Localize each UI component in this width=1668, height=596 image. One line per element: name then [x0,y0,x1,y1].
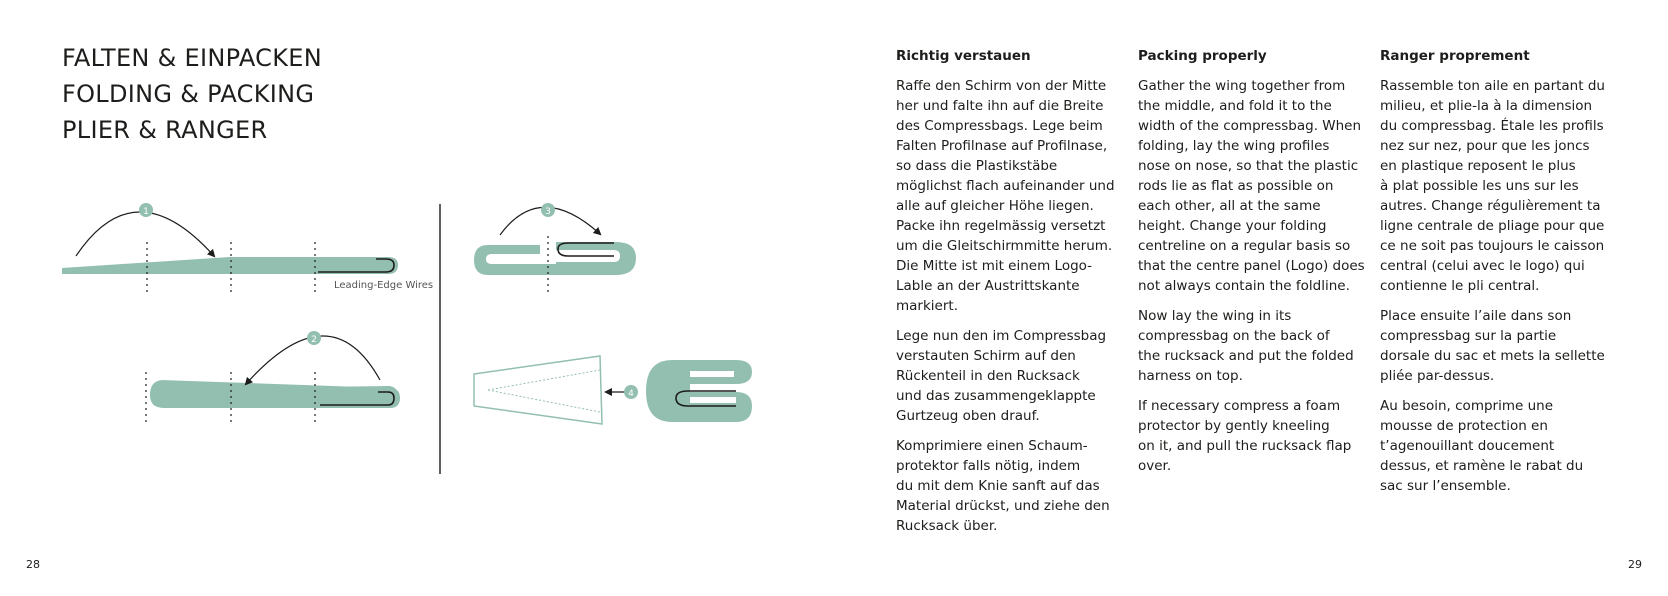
title-german: FALTEN & EINPACKEN [62,44,322,72]
leading-edge-wire [318,258,395,273]
column-heading: Richtig verstauen [896,48,1031,64]
step-marker [624,385,638,399]
fold-arrow [244,335,381,386]
step-number: 4 [628,389,634,399]
step-number: 3 [545,207,551,217]
flat-wing-shape [62,257,398,274]
paragraph: If necessary compress a foam protector b… [1138,398,1352,474]
page-number-left: 28 [26,558,40,571]
leading-edge-wire [557,242,614,257]
folded-wing-top-layer [556,242,630,274]
step-3-diagram: 3 [474,203,636,296]
step-4-diagram: 4 [473,355,752,425]
title-french: PLIER & RANGER [62,116,268,144]
page-number-right: 29 [1628,558,1642,571]
paragraph: Rassemble ton aile en partant du milieu,… [1380,78,1605,294]
step-marker [541,203,555,217]
compressbag-inner-line [487,369,601,413]
page-title: FALTEN & EINPACKEN FOLDING & PACKING PLI… [62,40,322,148]
column-french: Ranger proprement Rassemble ton aile en … [1380,46,1612,506]
paragraph: Gather the wing together from the middle… [1138,78,1365,294]
step-marker [139,203,153,217]
leading-edge-wire [675,390,736,407]
paragraph: Komprimiere einen Schaum- protektor fall… [896,438,1110,534]
leading-edge-wire [320,391,395,406]
step-number: 1 [143,207,149,217]
column-heading: Ranger proprement [1380,48,1530,64]
step-2-diagram: 2 [145,331,400,422]
paragraph: Place ensuite l’aile dans son compressba… [1380,308,1605,384]
column-english: Packing properly Gather the wing togethe… [1138,46,1370,486]
compressbag-outline [473,355,603,425]
step-marker [307,331,321,345]
paragraph: Au besoin, comprime une mousse de protec… [1380,398,1584,494]
paragraph: Lege nun den im Compressbag verstauten S… [896,328,1107,424]
paragraph: Now lay the wing in its compressbag on t… [1138,308,1354,384]
column-heading: Packing properly [1138,48,1267,64]
step-1-diagram: 1 Leading-Edge Wires [62,203,433,292]
step-number: 2 [311,335,317,345]
leading-edge-wires-label: Leading-Edge Wires [334,280,433,291]
title-english: FOLDING & PACKING [62,80,315,108]
fold-arrow [75,211,216,258]
folded-wing-shape [150,380,400,408]
column-german: Richtig verstauen Raffe den Schirm von d… [896,46,1128,546]
paragraph: Raffe den Schirm von der Mitte her und f… [896,78,1115,314]
folding-diagram: 1 Leading-Edge Wires 2 3 4 [62,203,752,474]
packed-wing-inner [690,371,736,403]
